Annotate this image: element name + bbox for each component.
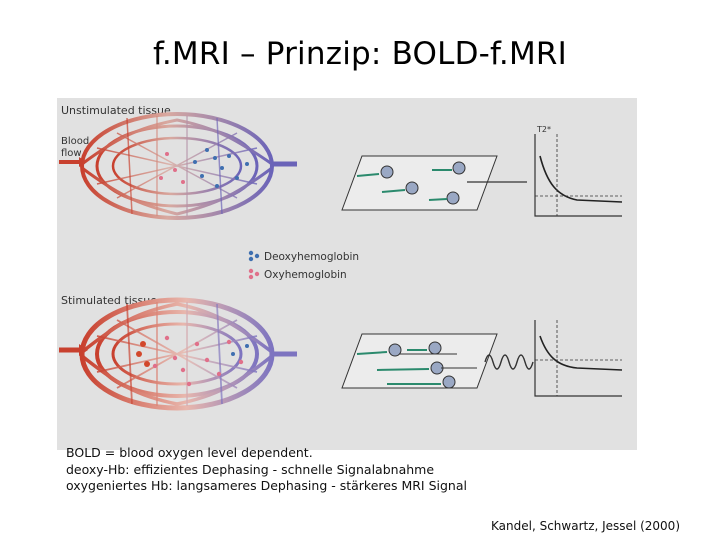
bold-fmri-figure: Unstimulated tissue Blood flow bbox=[57, 98, 637, 450]
signal-wave-bottom bbox=[484, 354, 534, 370]
legend-oxy-label: Oxyhemoglobin bbox=[264, 269, 347, 281]
vessel-network-stimulated bbox=[79, 297, 297, 411]
caption-line-bold-definition: BOLD = blood oxygen level dependent. bbox=[66, 445, 313, 460]
oxy-legend-dots bbox=[248, 268, 260, 280]
slide-title: f.MRI – Prinzip: BOLD-f.MRI bbox=[153, 36, 567, 72]
figure-svg: Unstimulated tissue Blood flow bbox=[57, 98, 637, 450]
t2-decay-plot-unstimulated: T2* bbox=[534, 125, 623, 217]
vessel-network-unstimulated bbox=[80, 112, 297, 220]
blood-flow-label-line1: Blood bbox=[61, 136, 89, 147]
legend-deoxy-label: Deoxyhemoglobin bbox=[264, 251, 359, 263]
spin-plane-unstimulated bbox=[341, 155, 498, 211]
deoxy-legend-dots bbox=[248, 250, 260, 262]
spin-plane-stimulated bbox=[341, 333, 498, 389]
figure-caption: BOLD = blood oxygen level dependent. deo… bbox=[66, 445, 467, 495]
source-citation: Kandel, Schwartz, Jessel (2000) bbox=[491, 519, 680, 533]
t2-decay-plot-stimulated bbox=[534, 320, 623, 397]
caption-line-oxy: oxygeniertes Hb: langsameres Dephasing -… bbox=[66, 478, 467, 493]
t2-label-top: T2* bbox=[536, 125, 551, 134]
blood-flow-label-line2: flow bbox=[61, 148, 82, 159]
caption-line-deoxy: deoxy-Hb: effizientes Dephasing - schnel… bbox=[66, 461, 435, 477]
panel-top-label: Unstimulated tissue bbox=[61, 104, 171, 117]
hemoglobin-legend: Deoxyhemoglobin Oxyhemoglobin bbox=[248, 250, 359, 281]
